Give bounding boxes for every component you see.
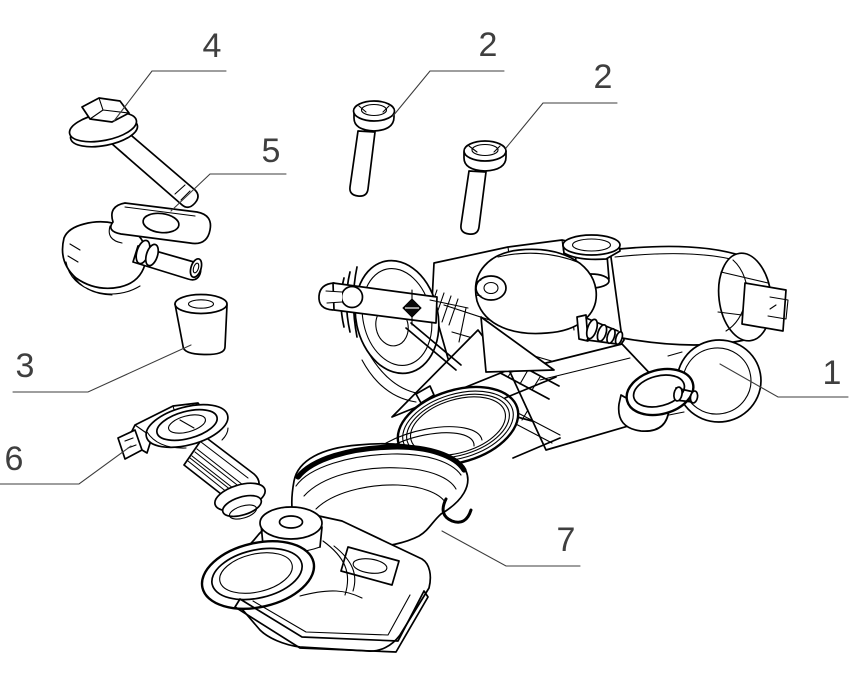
part-3-spacer-drawing	[174, 293, 228, 356]
leader-line-4	[113, 70, 227, 122]
callout-leader-lines	[0, 70, 849, 567]
callout-5: 5	[261, 132, 281, 170]
leader-line-2a	[392, 70, 505, 117]
part-2-screw-b-drawing	[460, 140, 507, 235]
part-1-throttle-body-assembly-drawing	[318, 234, 789, 467]
leader-line-3	[12, 344, 192, 393]
leader-line-5	[170, 173, 287, 212]
leader-line-2b	[505, 102, 618, 149]
callout-3: 3	[15, 347, 35, 385]
part-4-flange-bolt-drawing	[68, 97, 199, 209]
part-6-injector-drawing	[117, 402, 266, 520]
callout-2b: 2	[593, 58, 613, 96]
callout-4: 4	[202, 27, 222, 65]
callout-7: 7	[556, 521, 576, 559]
part-5-sensor-drawing	[61, 202, 212, 296]
leader-line-1	[719, 363, 849, 398]
callout-1: 1	[822, 354, 842, 392]
part-2-screw-a-drawing	[349, 100, 396, 197]
leader-line-7	[441, 530, 581, 567]
manifold-adapter-drawing	[200, 506, 432, 653]
callout-2a: 2	[478, 26, 498, 64]
leader-line-6	[0, 445, 132, 485]
callout-6: 6	[4, 440, 24, 478]
